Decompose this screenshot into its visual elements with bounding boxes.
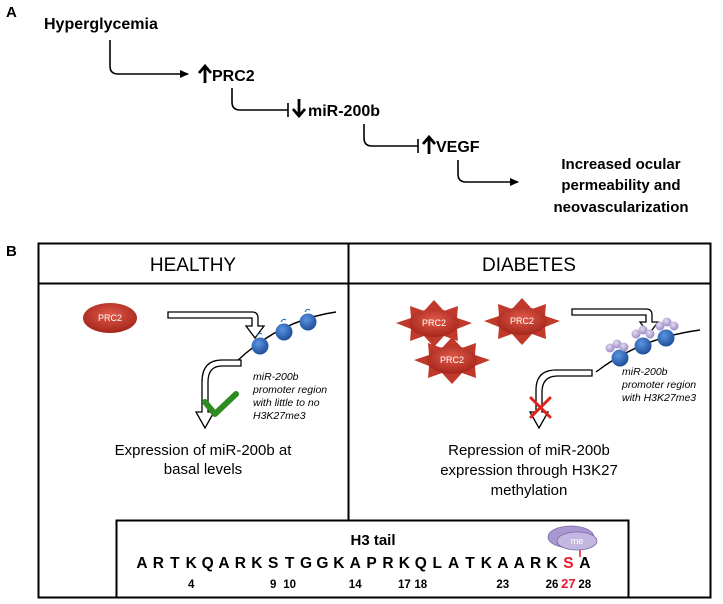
h3-residue: A — [514, 555, 525, 572]
healthy-bent-arrow — [167, 311, 266, 340]
h3-residue: R — [153, 555, 164, 572]
diabetes-promoter-line-3: with H3K27me3 — [622, 392, 696, 404]
up-arrow-icon — [197, 63, 213, 83]
diabetes-result-line-2: expression through H3K27 — [440, 462, 618, 479]
diabetes-prc2-starburst-3: PRC2 — [414, 337, 490, 384]
h3-residue: A — [497, 555, 508, 572]
h3-residue: K — [546, 555, 558, 572]
activation-arrow-2 — [457, 160, 519, 186]
step-prc2: PRC2 — [212, 68, 255, 85]
prc2-label: PRC2 — [440, 355, 464, 365]
healthy-promoter-line-4: H3K27me3 — [253, 410, 306, 422]
h3-residue: P — [366, 555, 376, 572]
activation-arrow-1 — [109, 40, 189, 78]
diabetes-promoter-line-1: miR-200b — [622, 366, 668, 378]
diabetes-prc2-starburst-1: PRC2 — [396, 300, 472, 347]
healthy-nucleosomes — [251, 308, 317, 355]
h3-residue-number: 28 — [578, 579, 591, 591]
h3-residue: K — [251, 555, 263, 572]
h3-residue-number: 18 — [414, 579, 427, 591]
diabetes-nucleosomes — [605, 317, 679, 367]
panel-a-label: A — [6, 4, 17, 21]
h3-residue: S — [268, 555, 278, 572]
h3-residue: K — [399, 555, 411, 572]
methyl-label: me — [571, 536, 584, 546]
inhibition-arrow-1 — [231, 88, 289, 117]
healthy-result-line-2: basal levels — [164, 461, 242, 478]
h3-residue-number: 26 — [546, 579, 559, 591]
h3-residue-number: 14 — [349, 579, 362, 591]
step-mir200b: miR-200b — [308, 103, 380, 120]
healthy-prc2: PRC2 — [83, 303, 137, 333]
h3-residue-number: 23 — [496, 579, 509, 591]
healthy-down-arrow — [194, 359, 242, 430]
h3-residue: Q — [415, 555, 427, 572]
h3-tail-title: H3 tail — [350, 532, 395, 549]
healthy-result-line-1: Expression of miR-200b at — [115, 442, 293, 459]
diabetes-result-line-1: Repression of miR-200b — [448, 442, 610, 459]
panel-b-label: B — [6, 243, 17, 260]
h3-residue-number: 17 — [398, 579, 411, 591]
h3-residue: A — [136, 555, 147, 572]
diabetes-prc2-starburst-2: PRC2 — [484, 298, 560, 345]
h3-residue: A — [350, 555, 361, 572]
down-arrow-icon — [291, 99, 307, 119]
h3-residue: A — [218, 555, 229, 572]
prc2-label: PRC2 — [422, 318, 446, 328]
h3-residue-number: 4 — [188, 579, 195, 591]
h3-residue: K — [333, 555, 345, 572]
h3-residue: L — [432, 555, 441, 572]
h3-residue-number: 10 — [283, 579, 296, 591]
diabetes-header: DIABETES — [482, 255, 576, 276]
h3-residue: T — [465, 555, 475, 572]
cross-icon — [529, 396, 552, 419]
h3-residue: Q — [202, 555, 214, 572]
h3-residue: K — [186, 555, 198, 572]
h3-residue: A — [579, 555, 590, 572]
h3-residue-number: 27 — [561, 576, 575, 591]
outcome-line-3: neovascularization — [553, 199, 688, 216]
healthy-promoter-line-2: promoter region — [252, 384, 327, 396]
step-vegf: VEGF — [436, 139, 480, 156]
h3-residue: K — [481, 555, 493, 572]
h3-residue: T — [170, 555, 180, 572]
methyl-badge: me — [547, 525, 598, 557]
h3-residue-number: 9 — [270, 579, 276, 591]
diabetes-promoter-line-2: promoter region — [621, 379, 696, 391]
healthy-promoter-line-1: miR-200b — [253, 371, 299, 383]
h3-residue: R — [235, 555, 246, 572]
healthy-promoter-line-3: with little to no — [253, 397, 320, 409]
h3-residue: R — [530, 555, 541, 572]
up-arrow-icon — [421, 134, 437, 154]
outcome-line-1: Increased ocular — [561, 156, 680, 173]
h3-residue: S — [563, 555, 573, 572]
h3-residue: G — [316, 555, 328, 572]
h3-residue: R — [382, 555, 393, 572]
outcome-line-2: permeability and — [561, 177, 680, 194]
h3-residue: G — [300, 555, 312, 572]
h3-residue: A — [448, 555, 459, 572]
prc2-label: PRC2 — [98, 313, 122, 323]
diabetes-down-arrow — [528, 369, 593, 430]
diabetes-result-line-3: methylation — [491, 482, 568, 499]
h3-residue: T — [285, 555, 295, 572]
h3-tail-box — [115, 519, 630, 599]
check-icon — [202, 391, 239, 417]
inhibition-arrow-2 — [363, 124, 419, 153]
step-hyperglycemia: Hyperglycemia — [44, 16, 158, 33]
prc2-label: PRC2 — [510, 316, 534, 326]
healthy-header: HEALTHY — [150, 255, 237, 276]
